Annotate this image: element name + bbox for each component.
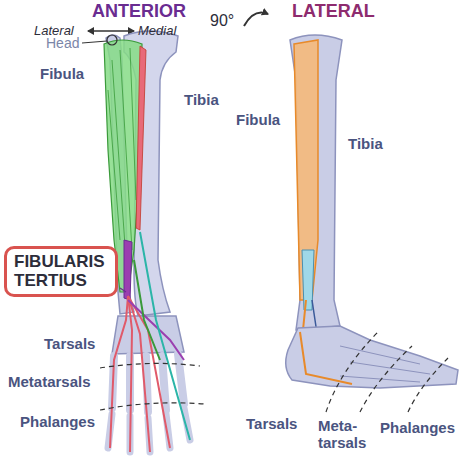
direction-arrow — [88, 30, 134, 32]
region-label: Phalanges — [380, 420, 455, 437]
callout-box: FIBULARIS TERTIUS — [4, 246, 118, 297]
region-label: Tarsals — [44, 336, 95, 353]
rotation-arrow — [244, 13, 268, 27]
direction-label: Medial — [138, 24, 176, 38]
view-heading: LATERAL — [292, 2, 375, 22]
region-label: Metatarsals — [8, 374, 91, 391]
bone-label: Fibula — [40, 66, 84, 83]
region-label: Tarsals — [246, 416, 297, 433]
bone-label: Fibula — [236, 112, 280, 129]
region-label: Meta- tarsals — [318, 418, 370, 451]
angle-label: 90° — [210, 12, 234, 30]
callout-text: FIBULARIS TERTIUS — [14, 253, 108, 290]
bone-label: Tibia — [348, 136, 383, 153]
view-heading: ANTERIOR — [92, 2, 186, 22]
part-label: Head — [46, 36, 79, 51]
bone-label: Tibia — [184, 92, 219, 109]
region-label: Phalanges — [20, 414, 95, 431]
lateral-leg — [286, 35, 458, 412]
